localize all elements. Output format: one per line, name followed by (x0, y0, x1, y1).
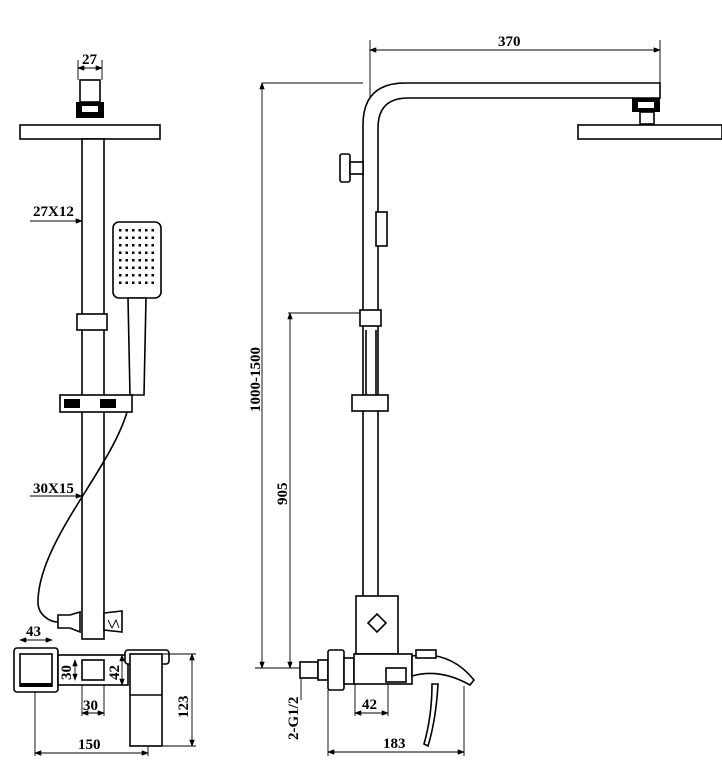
spray-nozzle (138, 236, 141, 239)
overhead-connector (76, 79, 104, 118)
spray-nozzle (132, 251, 135, 254)
spray-nozzle (145, 244, 148, 247)
spout (411, 654, 476, 687)
spray-nozzle (145, 281, 148, 284)
slide-rail-clip (375, 211, 388, 247)
riser-pipe (81, 138, 105, 640)
spray-nozzle (125, 274, 128, 277)
spray-nozzle (132, 274, 135, 277)
rain-shower-head-side (577, 124, 722, 140)
spray-nozzle (151, 259, 154, 262)
spray-nozzle (145, 266, 148, 269)
lever-handle (423, 683, 439, 748)
spray-nozzle (151, 229, 154, 232)
dim-mixer-to-holder: 905 (275, 483, 291, 506)
dim-upper-pipe: 27X12 (33, 204, 74, 220)
dim-mixer-inner-height: 30 (59, 665, 75, 680)
dim-connector-width: 27 (82, 52, 98, 68)
holder-side (351, 394, 389, 412)
front-view: 27 27X12 30X15 43 30 42 30 123 (13, 52, 196, 756)
spray-nozzle (138, 251, 141, 254)
hand-shower (112, 221, 162, 396)
spray-nozzle (119, 251, 122, 254)
shower-arm-and-riser (362, 82, 661, 601)
spray-nozzle (125, 236, 128, 239)
spray-nozzle (119, 229, 122, 232)
mixer-body-side (299, 595, 476, 748)
spray-nozzle (119, 266, 122, 269)
spray-nozzle (138, 266, 141, 269)
spray-nozzle (125, 229, 128, 232)
diverter-knob (103, 610, 123, 633)
dim-total-width: 150 (78, 737, 101, 753)
spray-nozzle (151, 251, 154, 254)
spray-nozzle (151, 244, 154, 247)
hand-shower-holder (59, 394, 133, 413)
spray-nozzle (145, 274, 148, 277)
dim-pipe-width: 30 (83, 698, 98, 714)
spray-nozzle (132, 236, 135, 239)
spray-nozzle (125, 244, 128, 247)
spray-nozzle (132, 229, 135, 232)
spray-nozzle (145, 229, 148, 232)
spray-nozzle (151, 236, 154, 239)
spray-nozzle (138, 259, 141, 262)
spray-nozzle (151, 274, 154, 277)
dim-body-depth: 42 (362, 697, 377, 713)
spray-nozzle (125, 259, 128, 262)
spray-nozzle (132, 281, 135, 284)
spray-nozzle (125, 281, 128, 284)
rain-shower-head (19, 124, 161, 140)
spray-nozzle (138, 274, 141, 277)
spray-nozzle (138, 229, 141, 232)
spray-nozzle (119, 274, 122, 277)
hose-connector (57, 610, 81, 634)
spray-nozzle (145, 251, 148, 254)
spray-nozzle (145, 236, 148, 239)
mixer-body-front (13, 647, 170, 747)
spray-nozzle (132, 259, 135, 262)
dim-lower-pipe: 30X15 (33, 481, 74, 497)
spray-nozzle (119, 244, 122, 247)
dim-inlet-thread: 2-G1/2 (286, 697, 302, 740)
spray-nozzle (132, 244, 135, 247)
dim-body-height: 123 (176, 696, 192, 719)
spray-nozzle (145, 259, 148, 262)
overhead-connector-side (632, 98, 660, 125)
diverter-knob-side (339, 153, 364, 183)
spray-nozzle (119, 236, 122, 239)
slide-sleeve (76, 313, 108, 331)
shower-hose (37, 411, 128, 623)
spray-nozzle (119, 259, 122, 262)
spray-nozzle (151, 266, 154, 269)
dim-spout-reach: 183 (383, 736, 406, 752)
side-view: 370 1000-1500 905 2-G1/2 42 183 (248, 34, 722, 756)
spray-nozzle (138, 244, 141, 247)
spray-nozzle (125, 266, 128, 269)
spray-nozzle (119, 281, 122, 284)
dim-arm-reach: 370 (498, 34, 521, 50)
dim-height-range: 1000-1500 (248, 347, 264, 412)
hand-shower-hose-side (365, 330, 377, 395)
dim-inlet-block: 43 (26, 624, 41, 640)
dim-mixer-outer-height: 42 (107, 665, 123, 680)
spray-nozzle (151, 281, 154, 284)
spray-nozzle (132, 266, 135, 269)
spray-nozzle (125, 251, 128, 254)
spray-nozzle (138, 281, 141, 284)
slide-sleeve-side (359, 309, 382, 327)
